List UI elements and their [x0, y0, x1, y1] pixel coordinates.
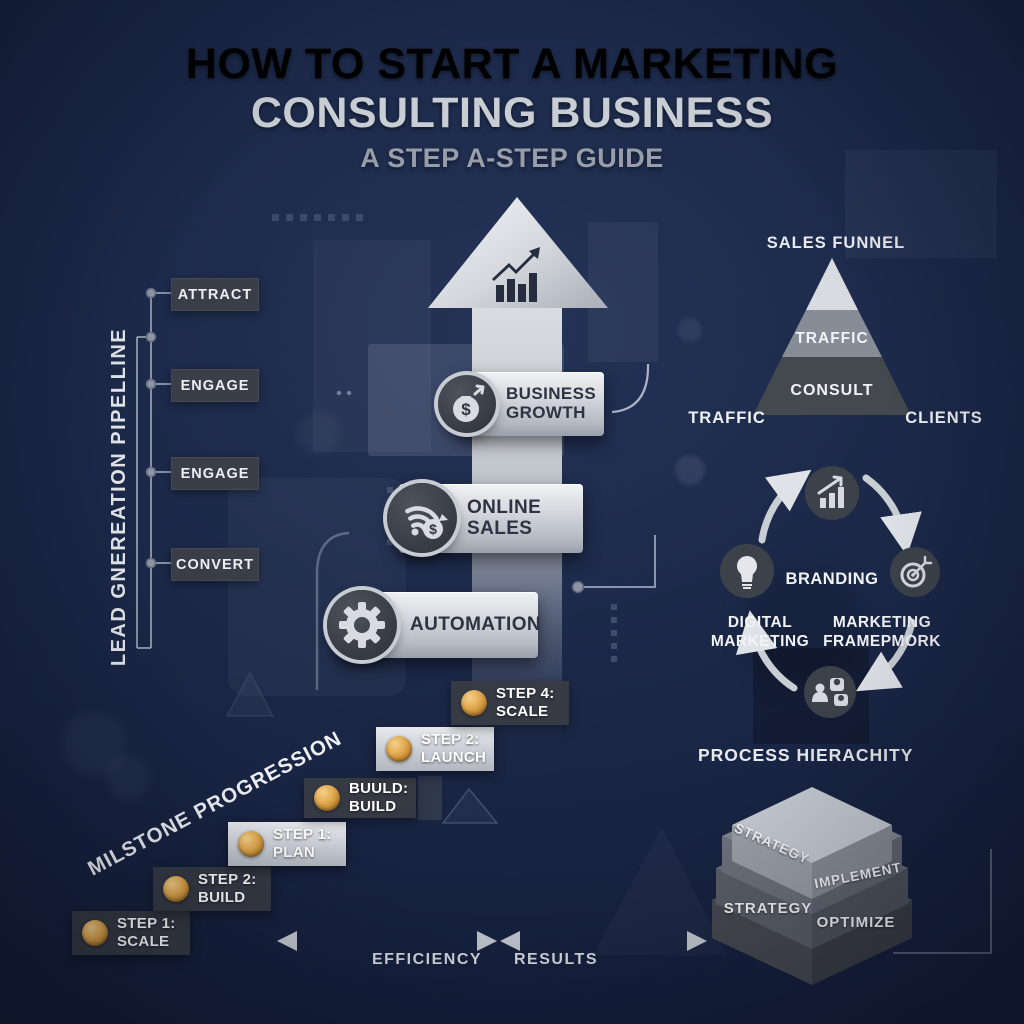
results-label: RESULTS: [514, 951, 598, 968]
hierarchy-layer-4-label: OPTIMIZE: [816, 914, 896, 931]
target-icon: [890, 547, 940, 597]
pipeline-node-dots: [145, 287, 157, 569]
team-icon: [804, 666, 856, 718]
pipeline-stage-convert: CONVERT: [171, 548, 259, 581]
milestone-step-5: STEP 2:LAUNCH: [376, 727, 494, 771]
decor-triangle: [226, 671, 274, 717]
step-line2: BUILD: [198, 889, 246, 906]
page-title: HOW TO START A MARKETING CONSULTING BUSI…: [0, 40, 1024, 178]
funnel-bottom-label: CONSULT: [790, 382, 873, 399]
milestone-step-3: STEP 1:PLAN: [228, 822, 346, 866]
funnel-mid-label: TRAFFIC: [795, 330, 868, 347]
pipeline-stage-engage-2: ENGAGE: [171, 457, 259, 490]
decor-dotted-column: [611, 604, 617, 662]
efficiency-arrow: [277, 931, 497, 951]
step-line2: SCALE: [117, 933, 170, 950]
step-line2: BUILD: [349, 798, 397, 815]
connector-dot: [571, 580, 585, 594]
decor-dot: [336, 390, 342, 396]
hierarchy-layer-3-label: STRATEGY: [723, 900, 813, 917]
cycle-center-label: BRANDING: [785, 570, 879, 588]
connector-line: [893, 849, 992, 954]
gold-coin-icon: [82, 920, 108, 946]
decor-rect: [588, 222, 658, 362]
connector-curve: [315, 531, 350, 690]
cycle-left-label: DIGITAL MARKETING: [710, 614, 810, 650]
decor-circle: [675, 455, 705, 485]
decor-rect: [228, 478, 406, 696]
decor-rect: [418, 776, 442, 820]
funnel-tier-bottom: [753, 357, 911, 415]
svg-text:$: $: [429, 521, 437, 537]
gold-coin-icon: [163, 876, 189, 902]
gold-coin-icon: [461, 690, 487, 716]
step-line1: STEP 2:: [421, 731, 480, 748]
funnel-left-label: TRAFFIC: [688, 409, 766, 427]
step-line1: STEP 4:: [496, 685, 555, 702]
bar-chart-icon: [805, 466, 859, 520]
title-bright-part: A MARKETING: [519, 40, 839, 88]
gold-coin-icon: [386, 736, 412, 762]
decor-circle: [106, 756, 150, 800]
decor-circle: [298, 412, 340, 454]
wifi-dollar-icon: $: [387, 483, 457, 553]
funnel-tier-middle: [782, 310, 882, 357]
title-subtitle: A STEP A-STEP GUIDE: [360, 143, 664, 173]
efficiency-label: EFFICIENCY: [371, 951, 483, 968]
title-muted-part: HOW TO START: [185, 40, 520, 88]
funnel-title: SALES FUNNEL: [766, 234, 906, 252]
step-line1: STEP 1:: [273, 826, 332, 843]
banner-online-sales: $ ONLINE SALES: [387, 483, 583, 553]
milestone-step-4: BUULD:BUILD: [304, 778, 416, 818]
connector-curve: [611, 363, 650, 414]
cycle-right-label: MARKETING FRAMEPMORK: [823, 614, 941, 650]
money-bag-icon: $: [438, 375, 496, 433]
lightbulb-icon: [720, 544, 774, 598]
gold-coin-icon: [314, 785, 340, 811]
gear-icon: [327, 590, 397, 660]
funnel-right-label: CLIENTS: [905, 409, 983, 427]
step-line1: BUULD:: [349, 780, 409, 797]
milestone-step-6: STEP 4:SCALE: [451, 681, 569, 725]
banner-business-growth: $ BUSINESS GROWTH: [438, 372, 604, 436]
decor-dotted-row: [272, 214, 363, 221]
funnel-tier-top: [806, 258, 858, 310]
decor-triangle: [441, 787, 499, 824]
decor-circle: [62, 712, 126, 776]
pipeline-stage-engage-1: ENGAGE: [171, 369, 259, 402]
hierarchy-title: PROCESS HIERACHITY: [698, 745, 914, 765]
gold-coin-icon: [238, 831, 264, 857]
decor-rect: [313, 240, 431, 452]
svg-text:$: $: [461, 400, 471, 419]
step-line2: LAUNCH: [421, 749, 487, 766]
bar-chart-arrow-icon: [492, 247, 540, 302]
title-line2: CONSULTING BUSINESS: [250, 89, 774, 137]
step-line1: STEP 2:: [198, 871, 257, 888]
banner-label: ONLINE SALES: [467, 496, 542, 539]
decor-triangle: [593, 828, 727, 955]
pipeline-stage-attract: ATTRACT: [171, 278, 259, 311]
milestone-step-2: STEP 2:BUILD: [153, 867, 271, 911]
connector-line: [578, 535, 656, 588]
decor-circle: [678, 318, 702, 342]
milestone-step-1: STEP 1:SCALE: [72, 911, 190, 955]
banner-automation: AUTOMATION: [327, 590, 542, 660]
step-line1: STEP 1:: [117, 915, 176, 932]
banner-label: AUTOMATION: [410, 613, 542, 635]
results-arrow: [500, 931, 707, 951]
banner-label: BUSINESS GROWTH: [506, 384, 597, 422]
decor-rect: [845, 150, 997, 258]
cycle-arrows: [735, 469, 922, 692]
step-line2: PLAN: [273, 844, 316, 861]
decor-dot: [346, 390, 352, 396]
step-line2: SCALE: [496, 703, 549, 720]
